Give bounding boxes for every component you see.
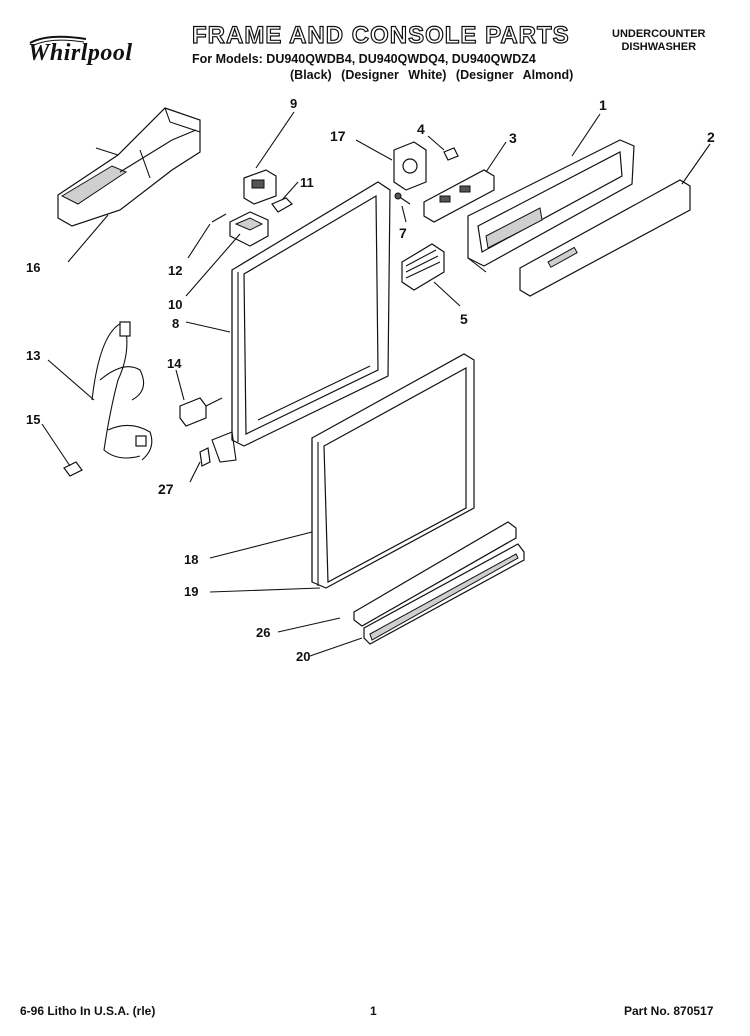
footer-page-number: 1	[370, 1004, 377, 1018]
part-2-trim-strip	[519, 179, 691, 297]
brand-logo: Whirlpool	[28, 40, 133, 66]
leader-8	[185, 321, 231, 333]
callout-7: 7	[399, 225, 407, 241]
part-13-wire-harness	[91, 321, 153, 461]
part-20-toe-strip	[363, 543, 525, 645]
callout-17: 17	[330, 128, 346, 144]
callout-5: 5	[460, 311, 468, 327]
callout-10: 10	[168, 297, 183, 312]
leader-3	[485, 141, 507, 173]
callout-12: 12	[168, 263, 183, 278]
leader-5	[433, 281, 461, 307]
whirlpool-logo-swoosh-icon	[29, 35, 87, 46]
callout-8: 8	[172, 316, 180, 331]
part-27-clip	[199, 447, 211, 467]
callout-9: 9	[290, 96, 298, 111]
leader-12	[187, 223, 211, 259]
part-5-panel-insert	[401, 243, 445, 291]
part-3-control-module	[423, 169, 495, 223]
leader-15	[41, 423, 71, 467]
leader-27	[189, 461, 201, 483]
footer-litho: 6-96 Litho In U.S.A. (rle)	[20, 1004, 156, 1018]
part-4-clip	[443, 147, 459, 161]
product-type-line1: UNDERCOUNTER	[612, 28, 706, 40]
leader-16	[67, 214, 109, 263]
callout-11: 11	[300, 175, 314, 190]
callout-13: 13	[26, 348, 41, 363]
leader-14	[175, 369, 185, 401]
leader-4	[427, 135, 445, 151]
footer-part-number: Part No. 870517	[624, 1004, 714, 1018]
leader-10	[185, 233, 241, 297]
callout-16: 16	[26, 260, 41, 275]
callout-2: 2	[707, 129, 715, 145]
product-type: UNDERCOUNTER DISHWASHER	[612, 28, 706, 54]
leader-2	[681, 143, 711, 185]
part-14-switch	[179, 397, 223, 427]
callout-19: 19	[184, 584, 199, 599]
leader-9	[255, 111, 295, 169]
callout-26: 26	[256, 625, 271, 640]
leader-11	[281, 181, 299, 201]
callout-15: 15	[26, 412, 41, 427]
leader-18	[209, 531, 313, 559]
part-10-bracket	[229, 211, 269, 247]
callout-4: 4	[417, 121, 425, 137]
callout-18: 18	[184, 552, 199, 567]
part-12-pin	[211, 213, 227, 223]
models-line: For Models: DU940QWDB4, DU940QWDQ4, DU94…	[192, 52, 536, 66]
callout-27: 27	[158, 481, 174, 497]
product-type-line2: DISHWASHER	[621, 41, 697, 53]
leader-19	[209, 587, 321, 593]
part-11-switch	[271, 197, 293, 213]
part-8-door-frame	[211, 181, 391, 463]
part-7-screw	[394, 192, 411, 205]
leader-1	[571, 113, 601, 157]
part-1-console	[467, 139, 635, 273]
part-17-bracket	[393, 141, 427, 191]
part-18-door-panel	[311, 353, 475, 589]
callout-20: 20	[296, 649, 311, 664]
variants-line: (Black) (Designer White) (Designer Almon…	[290, 68, 574, 82]
leader-7	[401, 205, 407, 223]
part-26-lower-trim	[353, 521, 517, 627]
page-title: FRAME AND CONSOLE PARTS	[191, 21, 570, 49]
callout-1: 1	[599, 97, 607, 113]
leader-13	[47, 359, 95, 401]
callout-3: 3	[509, 130, 517, 146]
part-9-switch	[243, 169, 277, 205]
callout-14: 14	[167, 356, 182, 371]
leader-17	[355, 139, 393, 161]
leader-20	[309, 637, 363, 657]
part-15-connector	[63, 461, 83, 477]
leader-26	[277, 617, 341, 633]
part-16-housing	[57, 107, 201, 227]
